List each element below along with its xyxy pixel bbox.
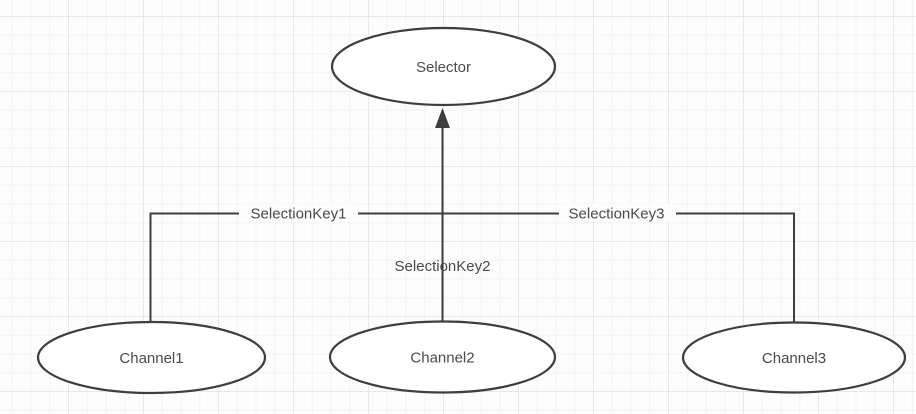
channel3-label[interactable]: Channel3 <box>762 350 826 367</box>
edge-selectionkey1-label-background <box>239 204 358 222</box>
channel2-ellipse[interactable] <box>328 320 557 394</box>
node-channel1: Channel1 <box>36 320 267 395</box>
node-channel2: Channel2 <box>328 320 557 394</box>
channel3-ellipse[interactable] <box>681 321 907 394</box>
selector-label[interactable]: Selector <box>416 59 471 76</box>
edge-selectionkey3-line[interactable] <box>443 212 795 323</box>
node-selector: Selector <box>330 26 557 107</box>
arrow-up-icon <box>435 108 450 128</box>
edge-selectionkey1-label[interactable]: SelectionKey1 <box>251 206 347 223</box>
channel1-label[interactable]: Channel1 <box>119 350 183 367</box>
selector-ellipse[interactable] <box>330 26 557 107</box>
edge-selectionkey3-label[interactable]: SelectionKey3 <box>569 206 665 223</box>
channel1-ellipse[interactable] <box>36 320 267 395</box>
edge-selectionkey1: SelectionKey1 <box>149 204 442 321</box>
edge-selectionkey3-label-background <box>559 204 676 222</box>
node-channel3: Channel3 <box>681 321 907 394</box>
channel2-label[interactable]: Channel2 <box>410 350 474 367</box>
edge-selectionkey3: SelectionKey3 <box>443 204 795 323</box>
edge-selectionkey2-label[interactable]: SelectionKey2 <box>395 258 491 275</box>
edge-selectionkey2 <box>435 108 450 322</box>
